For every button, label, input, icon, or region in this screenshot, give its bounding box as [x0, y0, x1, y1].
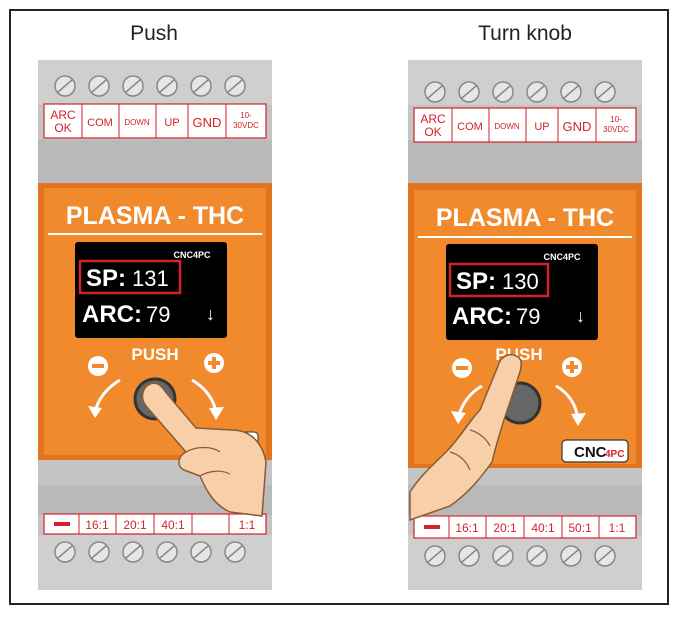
- minus-terminal-mark: [54, 522, 70, 526]
- top-terminal-labels: ARC OK COM DOWN UP GND 10- 30VDC: [413, 107, 637, 143]
- terminal-label: GND: [193, 115, 222, 130]
- push-label: PUSH: [131, 345, 178, 364]
- terminal-label: 1:1: [239, 518, 256, 532]
- terminal-label: 10-: [240, 111, 252, 120]
- sp-label: SP:: [456, 268, 496, 295]
- bottom-screw-row: [424, 545, 616, 567]
- sp-highlight-box: [78, 259, 182, 295]
- terminal-label: UP: [534, 121, 549, 133]
- terminal-label: UP: [164, 117, 179, 129]
- terminal-label: DOWN: [124, 118, 150, 127]
- terminal-label: 30VDC: [233, 121, 259, 130]
- arc-label: ARC:: [82, 301, 142, 328]
- left-caption: Push: [130, 22, 178, 45]
- terminal-label: 20:1: [123, 518, 147, 532]
- terminal-label: DOWN: [494, 122, 520, 131]
- left-device: ARC OK COM DOWN UP GND 10- 30VDC PLASMA …: [38, 60, 272, 590]
- bottom-terminal-labels: 16:1 20:1 40:1 1:1: [43, 513, 267, 535]
- terminal-label: 16:1: [455, 521, 479, 535]
- right-device: ARC OK COM DOWN UP GND 10- 30VDC PLASMA …: [408, 60, 642, 590]
- display-brand: CNC4PC: [543, 252, 581, 262]
- terminal-label: 1:1: [609, 521, 626, 535]
- device-title: PLASMA - THC: [436, 204, 614, 232]
- bottom-terminal-labels: 16:1 20:1 40:1 50:1 1:1: [413, 515, 637, 539]
- terminal-label: COM: [87, 117, 113, 129]
- pushing-hand-icon: [141, 382, 267, 517]
- right-caption: Turn knob: [478, 22, 572, 45]
- display-brand: CNC4PC: [173, 250, 211, 260]
- terminal-label: COM: [457, 121, 483, 133]
- turning-hand-icon: [409, 354, 522, 522]
- terminal-label: 10-: [610, 115, 622, 124]
- minus-terminal-mark: [424, 525, 440, 529]
- arc-value: 79: [146, 302, 170, 327]
- sp-highlight-box: [448, 262, 550, 298]
- top-screw-row: [54, 75, 246, 97]
- terminal-label: OK: [54, 121, 71, 135]
- terminal-label: 30VDC: [603, 125, 629, 134]
- terminal-label: OK: [424, 125, 441, 139]
- down-arrow: ↓: [206, 304, 215, 324]
- top-terminal-labels: ARC OK COM DOWN UP GND 10- 30VDC: [43, 103, 267, 139]
- sp-value: 130: [502, 269, 539, 294]
- terminal-label: ARC: [50, 108, 76, 122]
- device-title: PLASMA - THC: [66, 202, 244, 230]
- terminal-label: 40:1: [531, 521, 555, 535]
- terminal-label: 16:1: [85, 518, 109, 532]
- arc-label: ARC:: [452, 303, 512, 330]
- oled-display: [75, 242, 227, 338]
- oled-display: [446, 244, 598, 340]
- down-arrow: ↓: [576, 306, 585, 326]
- brand-logo-sub: 4PC: [605, 449, 624, 460]
- top-screw-row: [424, 81, 616, 103]
- sp-value: 131: [132, 266, 169, 291]
- terminal-label: 20:1: [493, 521, 517, 535]
- brand-logo: CNC 4PC: [561, 439, 629, 463]
- terminal-label: 50:1: [568, 521, 592, 535]
- arc-value: 79: [516, 304, 540, 329]
- bottom-screw-row: [54, 541, 246, 563]
- terminal-label: ARC: [420, 112, 446, 126]
- brand-logo-main: CNC: [574, 444, 607, 461]
- sp-label: SP:: [86, 265, 126, 292]
- terminal-label: GND: [563, 119, 592, 134]
- terminal-label: 40:1: [161, 518, 185, 532]
